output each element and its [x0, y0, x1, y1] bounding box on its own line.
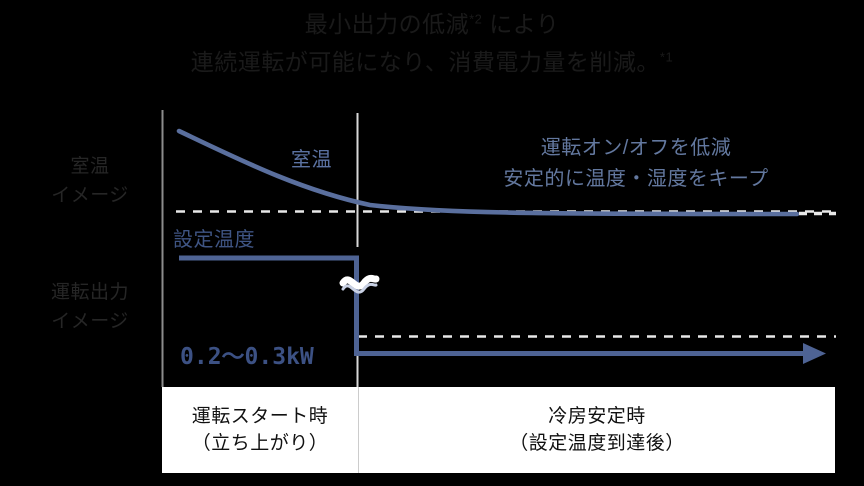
annotation-stable-operation-line2: 安定的に温度・湿度をキープ	[503, 168, 769, 190]
annotation-minimum-output-value: 0.2〜0.3kW	[180, 344, 314, 370]
headline-line-1-text: 最小出力の低減	[304, 11, 470, 37]
axis-break-squiggle-shadow-icon	[341, 282, 378, 294]
headline-line-2: 連続運転が可能になり、消費電力量を削減。*1	[0, 43, 864, 81]
axis-label-room-temperature: 室温 イメージ	[20, 152, 160, 210]
headline-line-1: 最小出力の低減*2 により	[0, 0, 864, 43]
phase-legend: 運転スタート時 （立ち上がり） 冷房安定時 （設定温度到達後）	[162, 387, 835, 473]
axis-label-room-temperature-line1: 室温	[70, 156, 110, 177]
phase-legend-stable-line2: （設定温度到達後）	[509, 433, 685, 454]
phase-legend-startup-line2: （立ち上がり）	[191, 433, 329, 454]
axis-label-power-output-line2: イメージ	[51, 311, 129, 332]
room-temperature-curve	[176, 128, 800, 217]
annotation-stable-operation: 運転オン/オフを低減 安定的に温度・湿度をキープ	[461, 133, 811, 195]
phase-legend-stable-line1: 冷房安定時	[548, 406, 646, 427]
headline-line-2-text: 連続運転が可能になり、消費電力量を削減。	[190, 49, 660, 75]
power-output-arrow-head	[803, 343, 826, 364]
phase-legend-stable: 冷房安定時 （設定温度到達後）	[359, 387, 835, 473]
headline: 最小出力の低減*2 により 連続運転が可能になり、消費電力量を削減。*1	[0, 0, 864, 81]
axis-label-room-temperature-line2: イメージ	[51, 185, 129, 206]
headline-line-1-footnote: *2	[469, 11, 483, 27]
headline-line-2-footnote: *1	[659, 49, 674, 65]
annotation-set-temperature: 設定温度	[173, 229, 255, 251]
axis-label-power-output-line1: 運転出力	[50, 282, 129, 303]
annotation-stable-operation-line1: 運転オン/オフを低減	[540, 137, 732, 159]
axis-break-squiggle-icon	[339, 274, 380, 290]
axis-label-power-output: 運転出力 イメージ	[20, 278, 160, 336]
phase-legend-startup-line1: 運転スタート時	[191, 406, 329, 427]
annotation-room-temperature: 室温	[291, 149, 332, 171]
phase-legend-startup: 運転スタート時 （立ち上がり）	[162, 387, 359, 473]
headline-line-1-tail: により	[482, 11, 560, 37]
